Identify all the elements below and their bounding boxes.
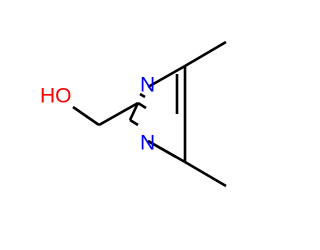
- bonds: [72, 40, 227, 188]
- bond-n1-c6: [147, 64, 186, 89]
- n-top-label: N: [140, 74, 155, 97]
- bond-c2-n1-inner: [139, 92, 146, 99]
- bond-c4-n3-inner: [147, 139, 177, 159]
- bond-ch2-c2: [98, 101, 139, 127]
- bond-c2-n1: [137, 101, 147, 110]
- atom-labels: HO N N: [40, 74, 155, 155]
- structure-diagram: HO N N: [40, 40, 227, 188]
- bond-oxygen-ch2: [72, 105, 100, 127]
- bond-c6-methyl-top: [184, 40, 227, 68]
- bond-c2-n3-joint: [128, 102, 140, 121]
- n-bottom-label: N: [140, 132, 155, 155]
- hydroxyl-label: HO: [40, 85, 72, 108]
- bond-n3-c2: [129, 118, 139, 127]
- bond-c4-methyl-bottom: [184, 160, 227, 188]
